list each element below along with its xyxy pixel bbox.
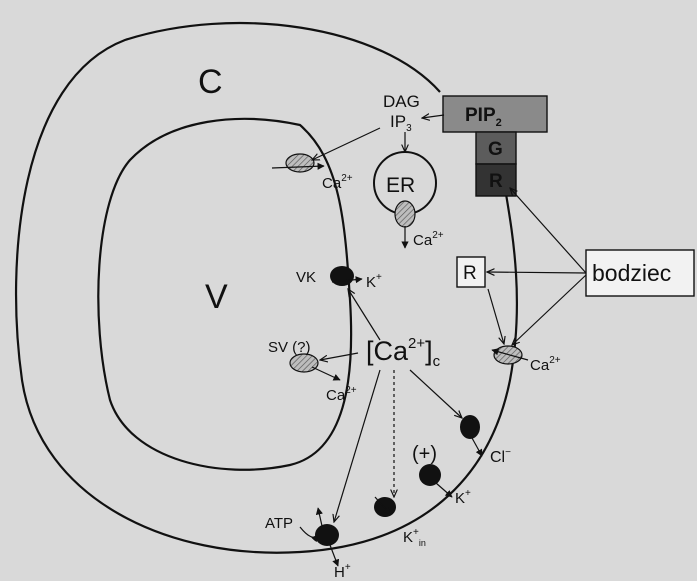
channel-k-out [419,464,441,486]
ip3-label: IP3 [390,112,412,134]
arrow-ca-to-cl [410,370,462,418]
k-vk-label: K+ [366,272,382,291]
arrow-ip3-to-vacuole [312,128,380,160]
sv-label: SV (?) [268,339,311,356]
ca-vacuole-bottom-label: Ca2+ [326,385,357,404]
ca-er-label: Ca2+ [413,230,444,249]
ca-vacuole-top-label: Ca2+ [322,173,353,192]
vacuole-label: V [205,278,228,316]
channel-h-atpase [315,524,339,546]
arrow-ca-to-sv [320,353,358,360]
modulator-label: (+) [412,443,437,465]
channel-vk [330,266,354,286]
arrow-pip2-to-ip3 [422,115,444,118]
cl-label: Cl− [490,447,511,466]
k-in-label: K+in [403,527,426,548]
calcium-central-label: [Ca2+]c [366,335,441,370]
er-label: ER [386,174,415,197]
arrow-stimulus-to-receptor [510,188,586,273]
channel-er [395,201,415,227]
arrow-h-up [318,508,322,526]
arrow-stimulus-to-r [487,272,586,273]
arrow-stimulus-to-plasma [512,275,586,345]
h-label: H+ [334,562,351,581]
cell-membrane [16,23,517,553]
k-out-label: K+ [455,488,471,507]
arrow-k-out [436,483,452,497]
stimulus-label: bodziec [592,260,671,286]
channel-sv [290,354,318,372]
g-protein-label: G [488,139,503,160]
receptor-box-label: R [463,263,477,284]
arrow-cl-out [472,438,482,456]
arrow-sv-ca-out [312,367,340,380]
arrow-r-to-plasma [488,289,504,344]
dag-label: DAG [383,92,420,111]
channel-vacuole-top [286,154,314,172]
arrow-ca-to-vk [348,289,380,340]
atp-label: ATP [265,515,293,532]
ca-plasma-label: Ca2+ [530,355,561,374]
channel-cl [460,415,480,439]
cell-label: C [198,63,223,101]
receptor-label: R [489,171,503,192]
vk-label: VK [296,269,316,286]
